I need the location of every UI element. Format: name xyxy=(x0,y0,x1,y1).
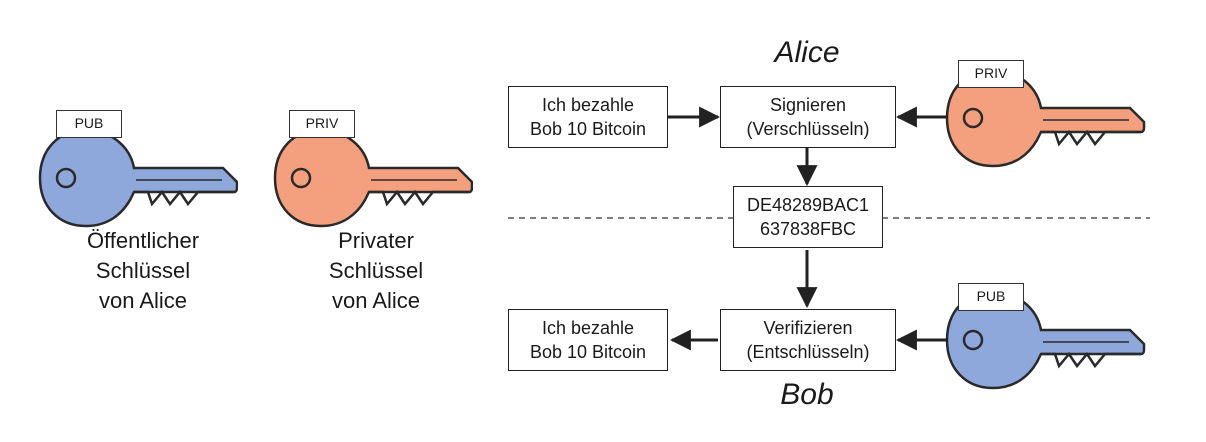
bob-label: Bob xyxy=(780,378,834,411)
public-key-icon-left xyxy=(38,128,238,228)
box-line: Verifizieren xyxy=(763,318,853,338)
key-tag-pub-right: PUB xyxy=(958,283,1024,311)
box-line: Ich bezahle xyxy=(541,318,635,338)
box-line: Signieren xyxy=(769,95,847,115)
box-line: Ich bezahle xyxy=(541,95,635,115)
message-box-top: Ich bezahle Bob 10 Bitcoin xyxy=(508,86,668,148)
box-line: (Entschlüsseln) xyxy=(746,342,870,362)
caption-line: Schlüssel xyxy=(328,258,424,283)
public-key-caption: Öffentlicher Schlüssel von Alice xyxy=(43,226,243,316)
message-box-bottom: Ich bezahle Bob 10 Bitcoin xyxy=(508,309,668,371)
private-key-caption: Privater Schlüssel von Alice xyxy=(276,226,476,316)
private-key-icon-left xyxy=(273,128,473,228)
caption-line: Schlüssel xyxy=(95,258,191,283)
box-line: (Verschlüsseln) xyxy=(746,119,870,139)
key-tag-priv-left: PRIV xyxy=(289,110,355,138)
caption-line: Öffentlicher xyxy=(86,228,200,253)
alice-label: Alice xyxy=(774,36,840,69)
sign-box: Signieren (Verschlüsseln) xyxy=(720,86,896,148)
key-tag-priv-right: PRIV xyxy=(958,60,1024,88)
verify-box: Verifizieren (Entschlüsseln) xyxy=(720,309,896,371)
caption-line: von Alice xyxy=(331,288,421,313)
box-line: Bob 10 Bitcoin xyxy=(529,119,647,139)
caption-line: Privater xyxy=(338,228,414,253)
caption-line: von Alice xyxy=(98,288,188,313)
box-line: DE48289BAC1 xyxy=(746,195,870,215)
signature-box: DE48289BAC1 637838FBC xyxy=(733,186,883,248)
key-tag-pub-left: PUB xyxy=(56,110,122,138)
box-line: 637838FBC xyxy=(759,219,857,239)
box-line: Bob 10 Bitcoin xyxy=(529,342,647,362)
